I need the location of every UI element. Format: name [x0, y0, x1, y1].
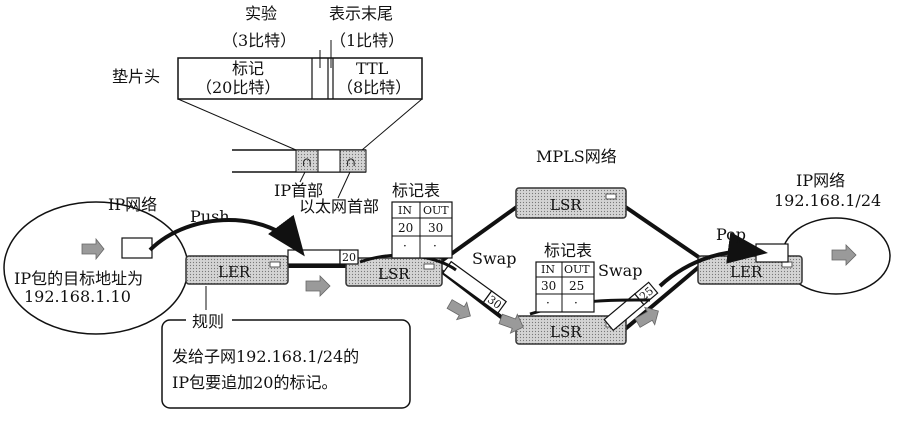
link-lsr-top-ler-right	[622, 204, 702, 260]
label-table-2: 标记表 IN OUT 30 25 · ·	[535, 241, 595, 313]
ethernet-header-segment	[339, 149, 367, 173]
label-table-1-row1-in: 20	[398, 221, 413, 235]
packet-label-20: 20	[342, 251, 356, 264]
label-table-2-row2-out: ·	[574, 296, 578, 310]
experimental-bits: （3比特）	[222, 31, 296, 50]
labeled-packet-30: 30	[442, 260, 508, 314]
lsr-center-label: LSR	[378, 265, 410, 283]
swap1-label: Swap	[472, 249, 516, 268]
left-arrow-icon	[81, 237, 105, 261]
shim-header-diagram: 实验 （3比特） 表示末尾 （1比特） 垫片头 标记 （20比特） TTL （8…	[112, 4, 423, 151]
rule-line2: IP包要追加20的标记。	[172, 373, 337, 392]
ethernet-header-label: 以太网首部	[299, 197, 379, 216]
label-table-1-row2-out: ·	[433, 239, 437, 253]
label-table-1-row2-in: ·	[403, 239, 407, 253]
ler-left-label: LER	[218, 263, 251, 281]
experimental-label: 实验	[245, 4, 277, 23]
header-mark-2: ∩	[346, 155, 356, 169]
label-table-2-row1-out: 25	[569, 279, 584, 293]
label-table-2-header-in: IN	[541, 263, 555, 276]
labeled-packet-20: 20	[287, 249, 359, 265]
label-table-2-row1-in: 30	[541, 279, 556, 293]
flow-arrow-icon	[305, 275, 331, 297]
label-table-2-header-out: OUT	[564, 263, 590, 276]
label-table-1-row1-out: 30	[428, 221, 443, 235]
rule-title: 规则	[192, 312, 224, 331]
left-network-title: IP网络	[108, 195, 157, 214]
label-table-2-title: 标记表	[544, 241, 592, 260]
left-dest-line2: 192.168.1.10	[24, 287, 131, 306]
rule-line1: 发给子网192.168.1/24的	[172, 347, 359, 366]
label-field-bits: （20比特）	[196, 78, 280, 97]
ler-right-label: LER	[730, 263, 763, 281]
push-arrow	[148, 214, 305, 257]
mpls-network-title: MPLS网络	[536, 147, 617, 166]
flow-arrow-icon	[498, 313, 524, 334]
frame-strip: ∩ ∩ IP首部 以太网首部	[232, 149, 379, 216]
left-ip-network: IP网络 IP包的目标地址为 192.168.1.10	[3, 195, 189, 335]
ttl-field-name: TTL	[356, 59, 389, 78]
right-arrow-icon	[831, 244, 857, 266]
lsr-bottom: LSR	[515, 315, 627, 345]
lsr-bottom-label: LSR	[550, 323, 582, 341]
swap2-label: Swap	[598, 261, 642, 280]
grey-flow-icons	[305, 275, 659, 334]
left-dest-line1: IP包的目标地址为	[14, 269, 143, 288]
shim-segment	[317, 149, 341, 173]
label-table-1: 标记表 IN OUT 20 30 · ·	[391, 181, 453, 259]
ip-packet-right	[755, 243, 789, 263]
label-table-1-header-out: OUT	[423, 204, 449, 217]
shim-header-label: 垫片头	[112, 67, 160, 86]
label-table-1-title: 标记表	[392, 181, 440, 200]
ttl-field-bits: （8比特）	[337, 78, 411, 97]
right-network-subnet: 192.168.1/24	[774, 191, 881, 210]
left-network-ellipse	[3, 201, 189, 335]
pop-arrow	[658, 231, 768, 288]
flow-arrow-icon	[634, 306, 659, 328]
ip-header-label: IP首部	[274, 181, 323, 200]
bottom-of-stack-label: 表示末尾	[329, 4, 393, 23]
header-mark-1: ∩	[302, 155, 312, 169]
rule-callout: 规则 发给子网192.168.1/24的 IP包要追加20的标记。	[161, 286, 411, 409]
ip-packet-left	[121, 237, 153, 259]
lsr-top: LSR	[515, 187, 627, 219]
label-field-name: 标记	[232, 59, 264, 78]
link-lsr-center-top	[438, 204, 520, 264]
lsr-top-label: LSR	[550, 196, 582, 214]
label-table-1-header-in: IN	[398, 204, 412, 217]
shim-header-box	[177, 57, 423, 100]
label-table-2-row2-in: ·	[546, 296, 550, 310]
ler-right: LER	[697, 255, 803, 285]
push-label: Push	[190, 207, 230, 226]
lsr-center: LSR	[345, 257, 443, 287]
rule-box	[161, 319, 411, 409]
right-network-title: IP网络	[796, 171, 845, 190]
bottom-of-stack-bits: （1比特）	[330, 31, 404, 50]
pop-label: Pop	[716, 225, 746, 244]
flow-arrow-icon	[446, 299, 471, 321]
ler-left: LER	[185, 255, 289, 285]
